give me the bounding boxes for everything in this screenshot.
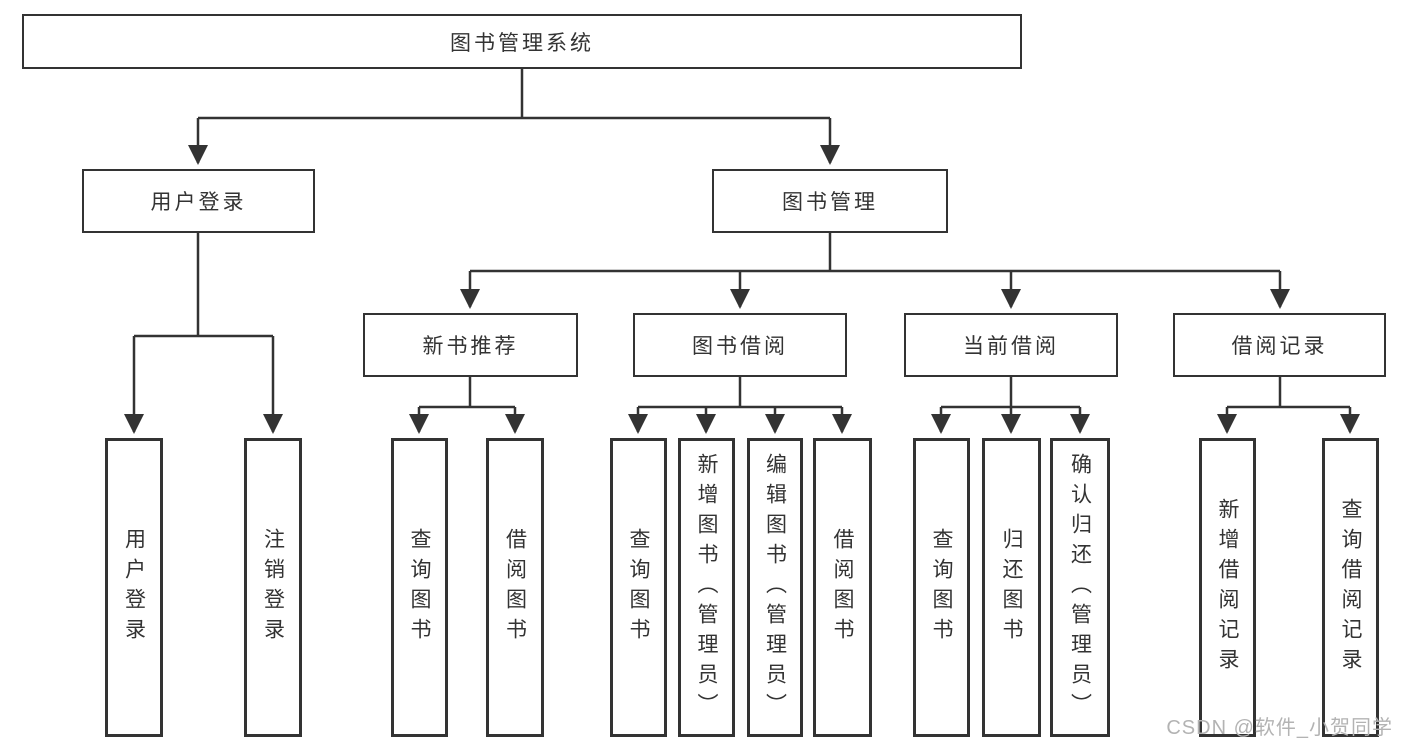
leaf-user-login: 用户登录 <box>105 438 163 737</box>
leaf-records-query-borrow-record-label: 查询借阅记录 <box>1339 497 1362 678</box>
leaf-current-return-books: 归还图书 <box>982 438 1041 737</box>
leaf-borrowing-add-books-admin: 新增图书（管理员） <box>678 438 735 737</box>
leaf-borrowing-edit-books-admin: 编辑图书（管理员） <box>747 438 803 737</box>
node-user-login-branch-label: 用户登录 <box>150 191 247 214</box>
leaf-recommend-query-books-label: 查询图书 <box>408 527 431 648</box>
node-new-book-recommendation-label: 新书推荐 <box>422 335 519 358</box>
leaf-borrowing-query-books-label: 查询图书 <box>627 527 650 648</box>
leaf-recommend-borrow-books-label: 借阅图书 <box>503 527 527 648</box>
leaf-recommend-borrow-books: 借阅图书 <box>486 438 544 737</box>
node-library-management-system: 图书管理系统 <box>22 14 1022 69</box>
node-current-borrowing-label: 当前借阅 <box>963 335 1059 358</box>
node-current-borrowing: 当前借阅 <box>904 313 1118 377</box>
leaf-borrowing-edit-books-admin-label: 编辑图书（管理员） <box>763 452 787 723</box>
node-new-book-recommendation: 新书推荐 <box>363 313 578 377</box>
node-book-management: 图书管理 <box>712 169 948 233</box>
leaf-borrowing-query-books: 查询图书 <box>610 438 667 737</box>
node-book-borrowing-label: 图书借阅 <box>692 335 788 358</box>
node-book-management-label: 图书管理 <box>782 191 878 214</box>
leaf-current-query-books: 查询图书 <box>913 438 970 737</box>
node-book-borrowing: 图书借阅 <box>633 313 847 377</box>
leaf-records-query-borrow-record: 查询借阅记录 <box>1322 438 1379 737</box>
node-borrowing-records: 借阅记录 <box>1173 313 1386 377</box>
leaf-logout-label: 注销登录 <box>261 527 285 648</box>
leaf-current-confirm-return-admin: 确认归还（管理员） <box>1050 438 1110 737</box>
leaf-logout: 注销登录 <box>244 438 302 737</box>
node-borrowing-records-label: 借阅记录 <box>1231 335 1328 358</box>
leaf-borrowing-borrow-books: 借阅图书 <box>813 438 872 737</box>
node-library-management-system-label: 图书管理系统 <box>450 31 594 55</box>
leaf-records-add-borrow-record-label: 新增借阅记录 <box>1216 497 1239 678</box>
node-user-login-branch: 用户登录 <box>82 169 315 233</box>
leaf-user-login-label: 用户登录 <box>122 527 146 648</box>
leaf-borrowing-borrow-books-label: 借阅图书 <box>831 527 854 648</box>
csdn-watermark: CSDN @软件_小贺同学 <box>1166 717 1393 739</box>
leaf-current-query-books-label: 查询图书 <box>930 527 953 648</box>
leaf-current-return-books-label: 归还图书 <box>1000 527 1023 648</box>
leaf-current-confirm-return-admin-label: 确认归还（管理员） <box>1068 452 1092 723</box>
leaf-records-add-borrow-record: 新增借阅记录 <box>1199 438 1256 737</box>
leaf-borrowing-add-books-admin-label: 新增图书（管理员） <box>695 452 718 723</box>
leaf-recommend-query-books: 查询图书 <box>391 438 448 737</box>
